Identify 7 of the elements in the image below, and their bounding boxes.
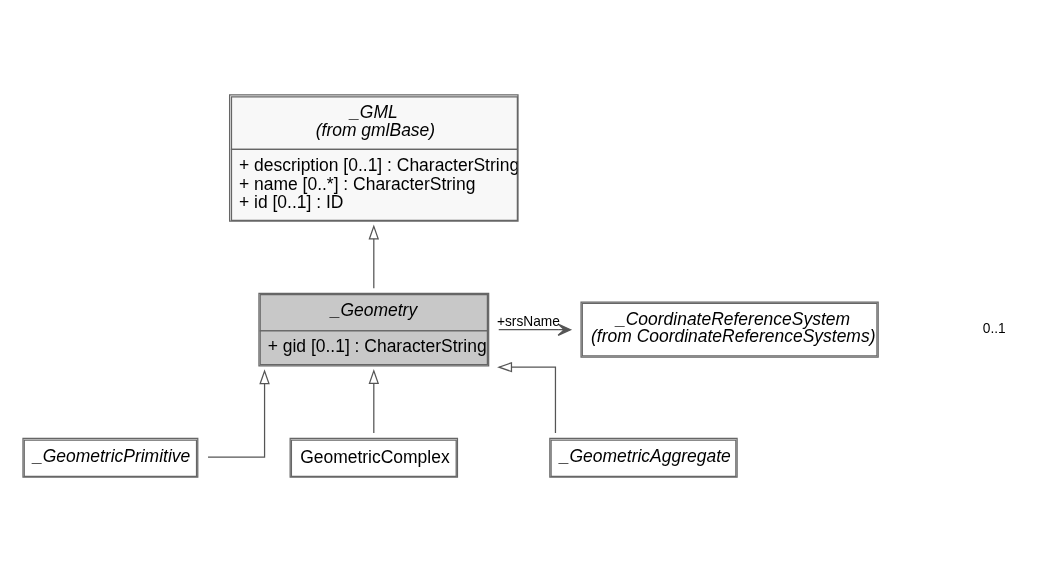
arrow xyxy=(497,361,557,434)
arrow xyxy=(368,223,380,289)
arrow xyxy=(368,368,380,434)
edge-label: +srsName xyxy=(496,313,560,329)
label: 0..1 xyxy=(982,320,1006,336)
arrow xyxy=(207,368,270,458)
arrow xyxy=(498,322,572,336)
